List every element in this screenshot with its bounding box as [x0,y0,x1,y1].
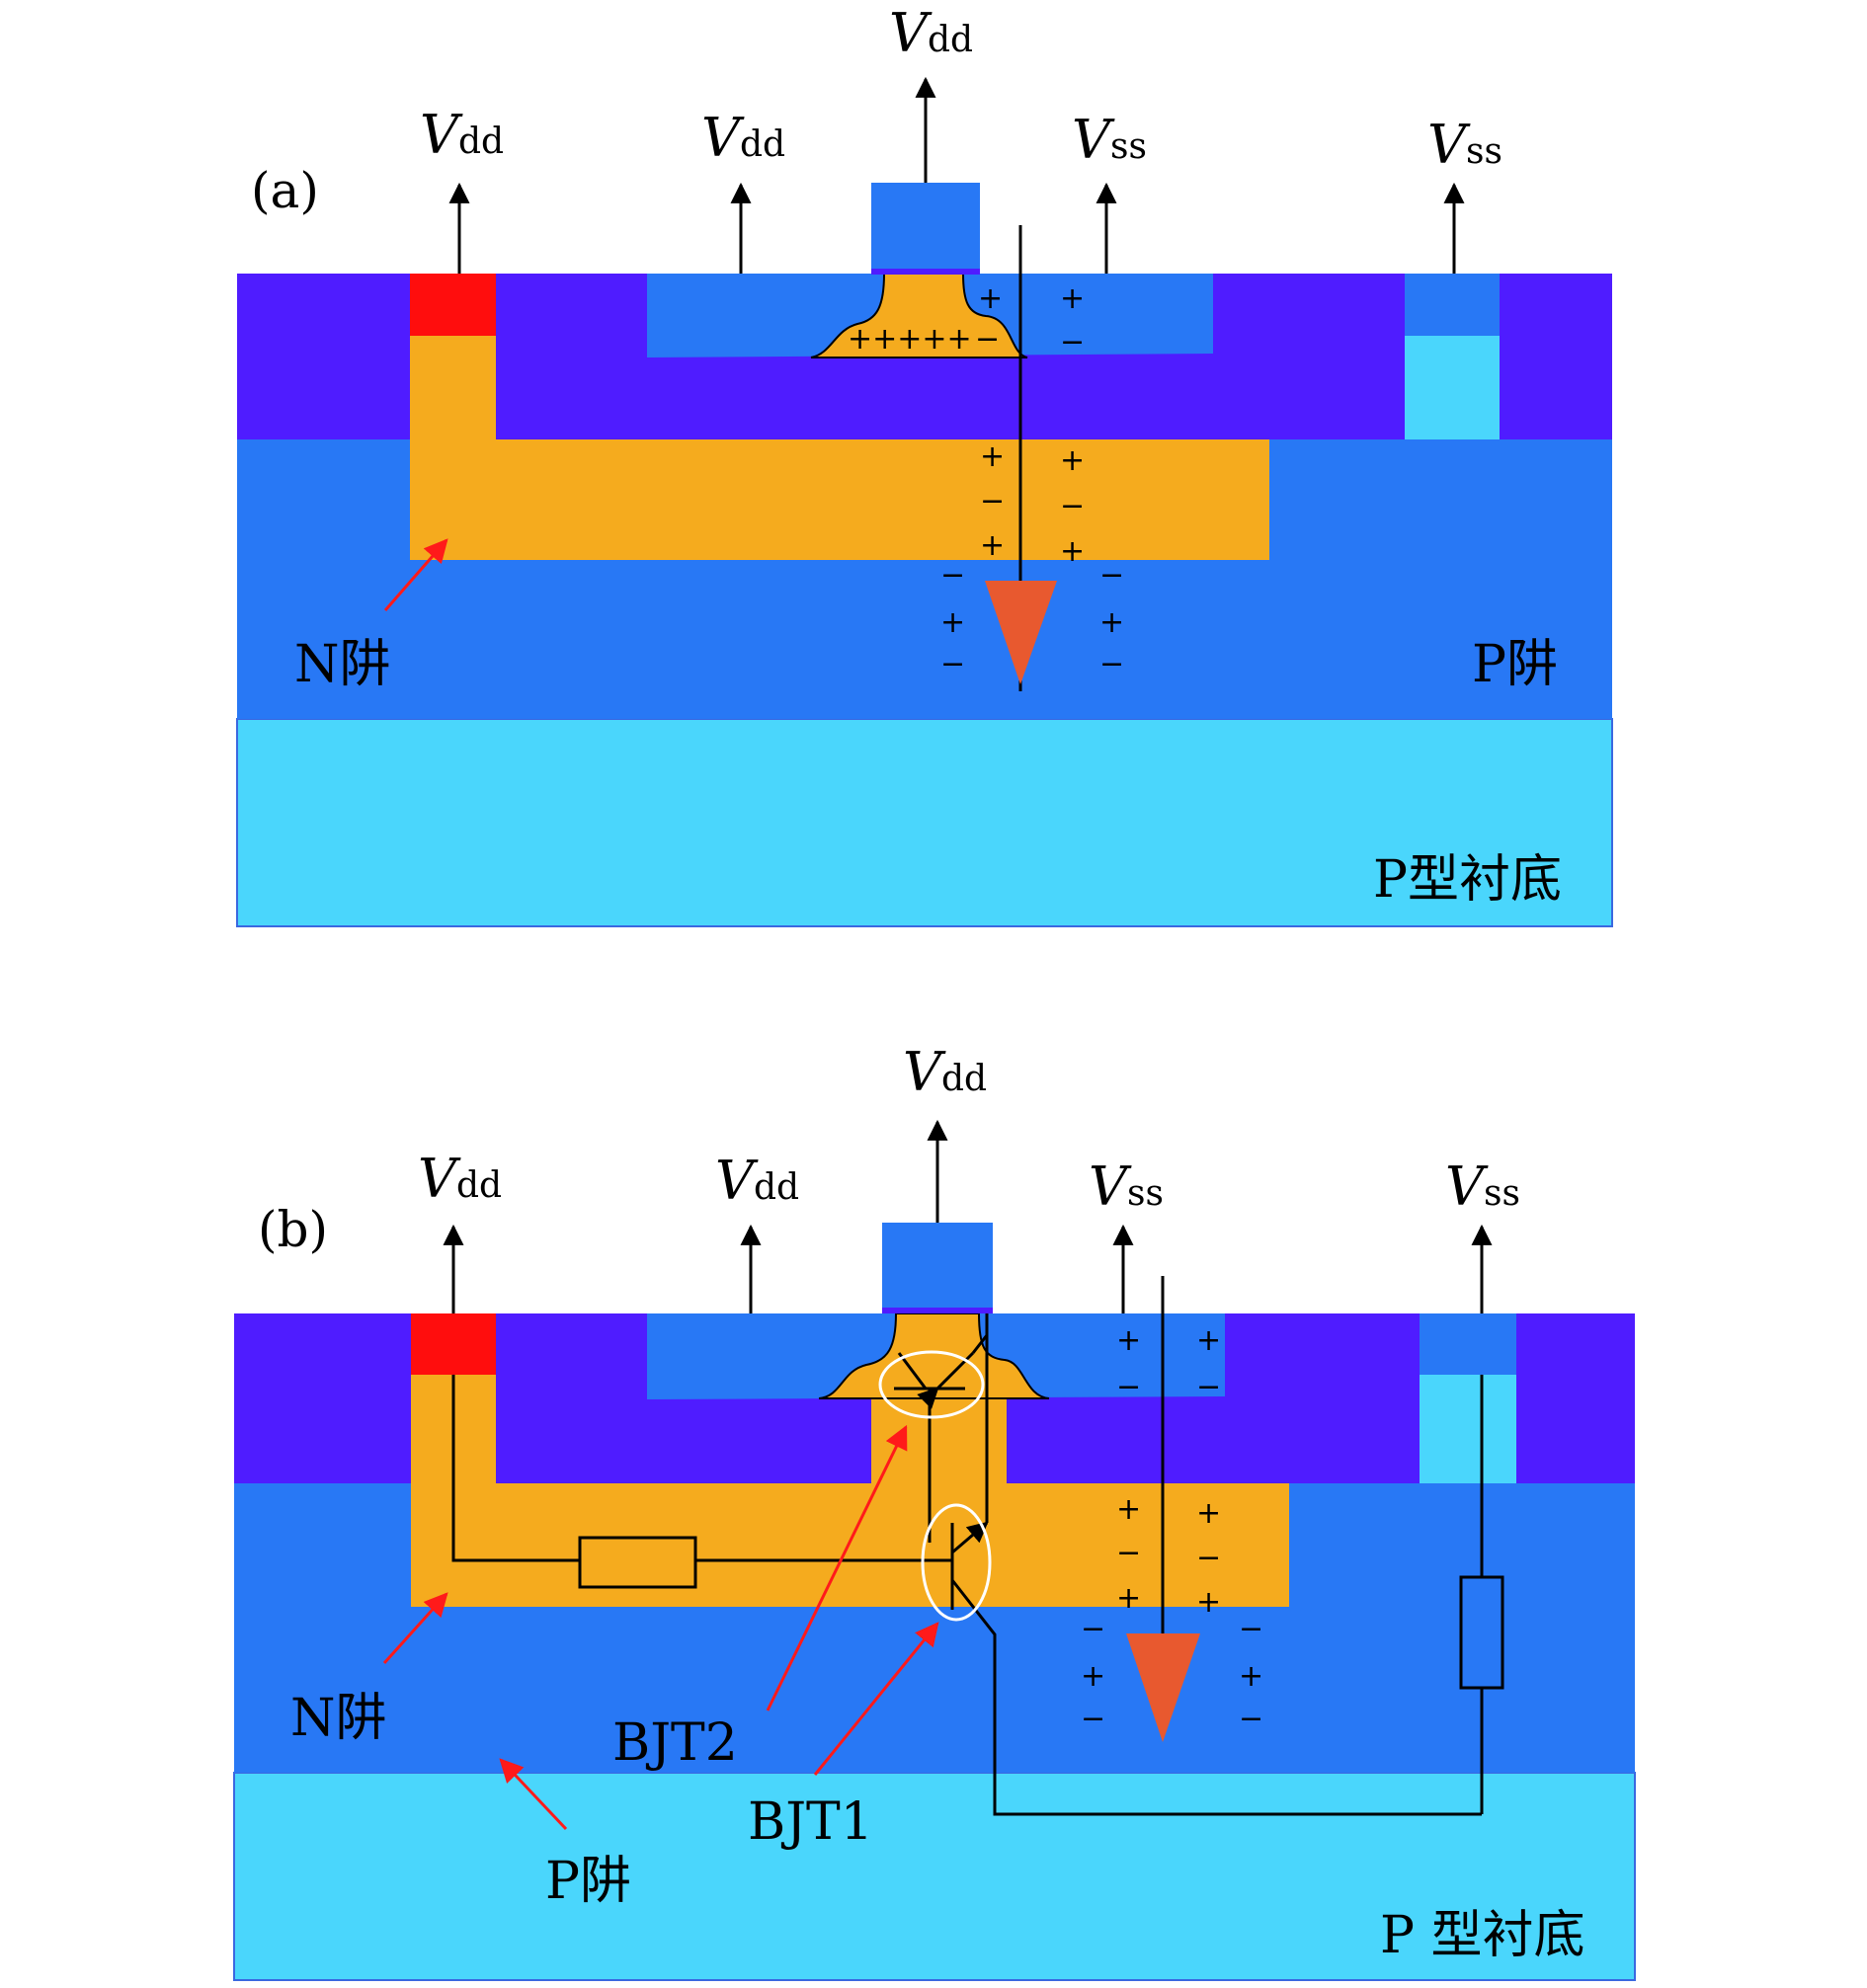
panel-b-terminal-3-label: Vdd [903,1041,987,1103]
panel-a-right-contact-base [1405,336,1500,439]
panel-a-charge: − [1099,558,1124,593]
panel-a-charge: + [940,605,965,640]
panel-a-n-well [410,336,1269,560]
panel-b-p-well-callout [499,1758,568,1831]
panel-b-bjt1-callout [813,1622,939,1776]
panel-b-gate [882,1223,993,1308]
panel-a-charge: + [1099,605,1124,640]
panel-b-charge: − [1239,1612,1263,1646]
panel-b-bjt1-highlight [921,1503,992,1622]
panel-b-substrate [233,1772,1636,1981]
panel-b: (b) Vdd Vdd Vdd Vss Vss [233,1041,1636,1981]
panel-b-n-plus-contact [411,1313,496,1375]
panel-b-charge: + [1239,1659,1263,1694]
panel-b-charge: + [1196,1585,1221,1620]
panel-b-charge: + [1196,1323,1221,1358]
panel-a-charge: − [1060,489,1085,523]
panel-a-charge: + [1060,281,1085,316]
panel-a-n-well-label: N阱 [294,635,391,694]
panel-b-bjt1-label: BJT1 [748,1792,873,1852]
panel-a-gate [871,183,980,269]
panel-b-nwell-wire [451,1375,580,1562]
panel-b-bjt1-emitter [950,1579,1482,1816]
panel-b-right-contact [1420,1313,1516,1375]
panel-a-terminal-2-label: Vdd [701,107,785,169]
panel-a-charge: + [980,528,1005,563]
panel-a-n-well-callout [383,538,448,611]
panel-a-charge: − [940,558,965,593]
panel-a-channel [810,273,1028,358]
panel-a-right-contact [1405,274,1500,336]
panel-b-terminal-2-label: Vdd [715,1150,799,1212]
panel-a-charge: + [1060,443,1085,478]
panel-b-charge: + [1081,1659,1105,1694]
panel-a-charge: − [1099,647,1124,681]
panel-b-charge: − [1196,1541,1221,1575]
panel-b-tag: (b) [258,1201,328,1258]
panel-b-bjt2-highlight [878,1350,985,1419]
panel-b-bjt2-collector [897,1352,928,1390]
panel-b-charge: + [1116,1492,1141,1527]
panel-b-terminal-4-label: Vss [1089,1155,1164,1218]
panel-a-substrate [236,718,1613,927]
panel-a-charge: − [980,484,1005,518]
panel-b-n-well [411,1375,1289,1607]
panel-a-terminal-4-label: Vss [1072,109,1147,171]
panel-b-gate-oxide [882,1308,993,1313]
panel-a: (a) Vdd Vdd Vdd Vss Vss [236,2,1613,927]
panel-b-terminal-5-label: Vss [1445,1155,1520,1218]
panel-a-substrate-label: P型衬底 [1373,850,1562,910]
panel-b-right-contact-base [1420,1375,1516,1483]
panel-a-gate-oxide [871,269,980,275]
panel-b-resistor-icon [578,1536,697,1589]
panel-a-p-well-label: P阱 [1472,635,1558,694]
panel-b-n-well-label: N阱 [290,1689,387,1748]
panel-b-charge: − [1081,1702,1105,1736]
panel-a-charge: − [940,647,965,681]
panel-a-charge: − [975,322,1000,357]
panel-b-terminal-1-label: Vdd [418,1148,502,1210]
panel-a-terminal-5-label: Vss [1427,114,1502,176]
panel-b-n-well-callout [382,1592,448,1665]
panel-b-bjt2-callout [766,1424,908,1711]
panel-a-charge: + [980,439,1005,474]
panel-b-charge: − [1196,1370,1221,1404]
panel-b-charge: + [1116,1581,1141,1616]
panel-b-p-well-label: P阱 [545,1852,631,1911]
panel-b-charge: + [1196,1496,1221,1531]
panel-a-terminal-3-label: Vdd [889,2,973,64]
panel-b-substrate-label: P 型衬底 [1380,1906,1585,1965]
panel-a-terminal-1-label: Vdd [420,104,504,166]
panel-b-charge: + [1116,1323,1141,1358]
panel-a-n-plus-contact [410,274,496,336]
panel-a-tag: (a) [251,162,319,219]
panel-b-particle-icon [1126,1633,1200,1742]
panel-a-particle-icon [985,581,1057,684]
panel-b-bjt1-collector [951,1521,989,1554]
panel-a-charge: − [1060,325,1085,359]
panel-a-charge: + [978,281,1003,316]
panel-b-charge: − [1239,1702,1263,1736]
panel-b-bjt2-emitter [917,1351,975,1409]
panel-a-charge: + [1060,534,1085,569]
panel-a-channel-charge: +++++ [848,322,972,357]
panel-b-charge: − [1081,1612,1105,1646]
panel-b-charge: − [1116,1370,1141,1404]
panel-b-charge: − [1116,1536,1141,1570]
panel-b-bjt2-label: BJT2 [612,1713,738,1773]
